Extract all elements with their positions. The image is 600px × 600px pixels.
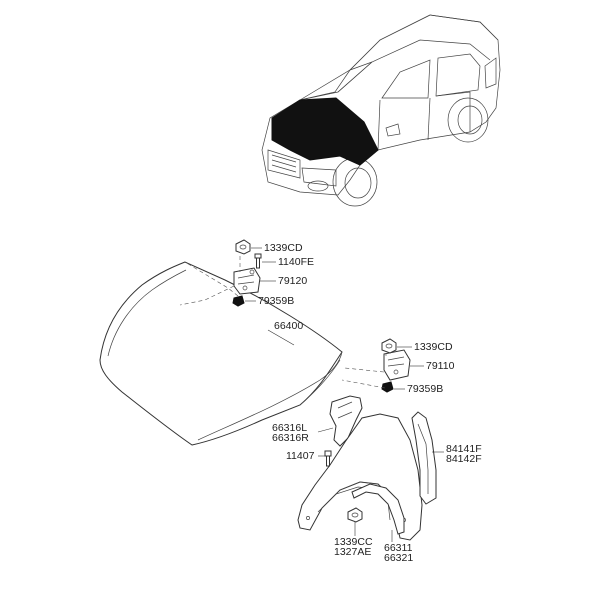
bolt-11407 xyxy=(318,450,332,467)
hood-panel xyxy=(99,261,343,446)
label-66316l: 66316L xyxy=(272,422,307,434)
label-79120: 79120 xyxy=(278,275,307,287)
label-1339cc: 1339CC xyxy=(334,536,373,548)
vehicle-illustration xyxy=(261,14,501,207)
label-1339cd-right: 1339CD xyxy=(414,341,453,353)
label-79359b-right: 79359B xyxy=(407,383,443,395)
label-66316r: 66316R xyxy=(272,432,309,444)
label-1339cd-top: 1339CD xyxy=(264,242,303,254)
label-66400: 66400 xyxy=(274,320,303,332)
label-84141f: 84141F xyxy=(446,443,482,455)
hood-hinge-left xyxy=(233,267,261,295)
bumper-79359b-top xyxy=(232,295,245,307)
bolt-1140fe xyxy=(254,253,262,269)
label-84142f: 84142F xyxy=(446,453,482,465)
fender-seal-strip xyxy=(411,411,444,505)
label-66311: 66311 xyxy=(384,542,413,554)
nut-1339cc xyxy=(347,507,363,536)
label-79359b-top: 79359B xyxy=(258,295,294,307)
bumper-79359b-right xyxy=(381,381,394,393)
fender-arch-moulding xyxy=(351,483,405,535)
label-79110: 79110 xyxy=(426,360,455,372)
hood-hinge-right xyxy=(383,349,411,381)
label-66321: 66321 xyxy=(384,552,413,564)
label-1140fe: 1140FE xyxy=(278,256,314,268)
nut-1339cd-top xyxy=(235,239,251,255)
leader-66400 xyxy=(267,329,295,346)
nut-1339cd-right xyxy=(381,338,397,354)
label-1327ae: 1327AE xyxy=(334,546,371,558)
label-11407: 11407 xyxy=(286,450,315,462)
